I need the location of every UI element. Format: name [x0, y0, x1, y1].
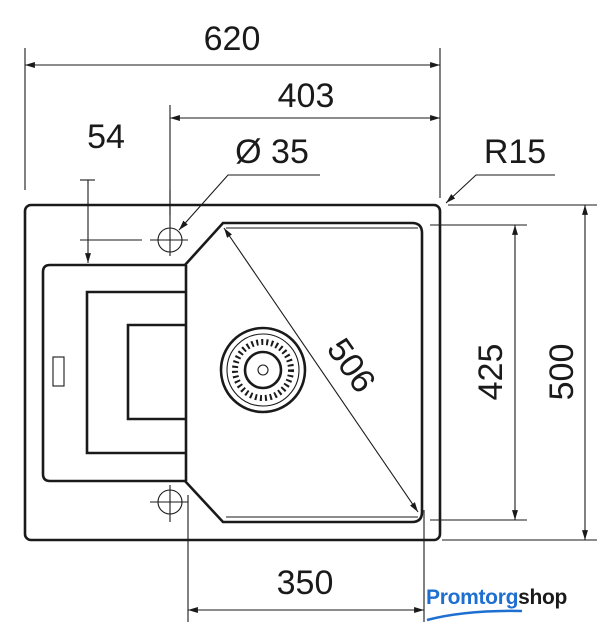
- tap-hole-bottom: [150, 485, 188, 522]
- dim-bowl-width: 350: [277, 564, 334, 602]
- dim-overall-width: 620: [204, 20, 261, 58]
- dim-tap-hole-diameter: Ø 35: [235, 133, 309, 171]
- dim-corner-radius: R15: [484, 133, 546, 171]
- logo-part2: shop: [518, 586, 568, 609]
- overflow-slot: [52, 356, 65, 387]
- logo-part1: Promtorg: [426, 586, 519, 609]
- drainer-ribs-outer: [85, 290, 186, 455]
- drainer-outline: [41, 263, 185, 483]
- bowl-outline: [184, 221, 424, 524]
- dim-drainer-offset: 54: [87, 118, 125, 156]
- dim-bowl-depth: 425: [472, 344, 510, 401]
- dim-bowl-edge-width: 403: [278, 77, 335, 115]
- tap-hole-top: [80, 190, 188, 256]
- drainer-ribs-inner: [126, 323, 186, 421]
- promtorgshop-logo: Promtorgshop: [426, 586, 567, 610]
- logo-swoosh-icon: [426, 609, 523, 622]
- dim-overall-depth: 500: [543, 344, 581, 401]
- sink-outline: [23, 203, 442, 542]
- dim-bowl-diagonal: 506: [319, 332, 383, 400]
- drain-strainer-icon: [219, 326, 307, 414]
